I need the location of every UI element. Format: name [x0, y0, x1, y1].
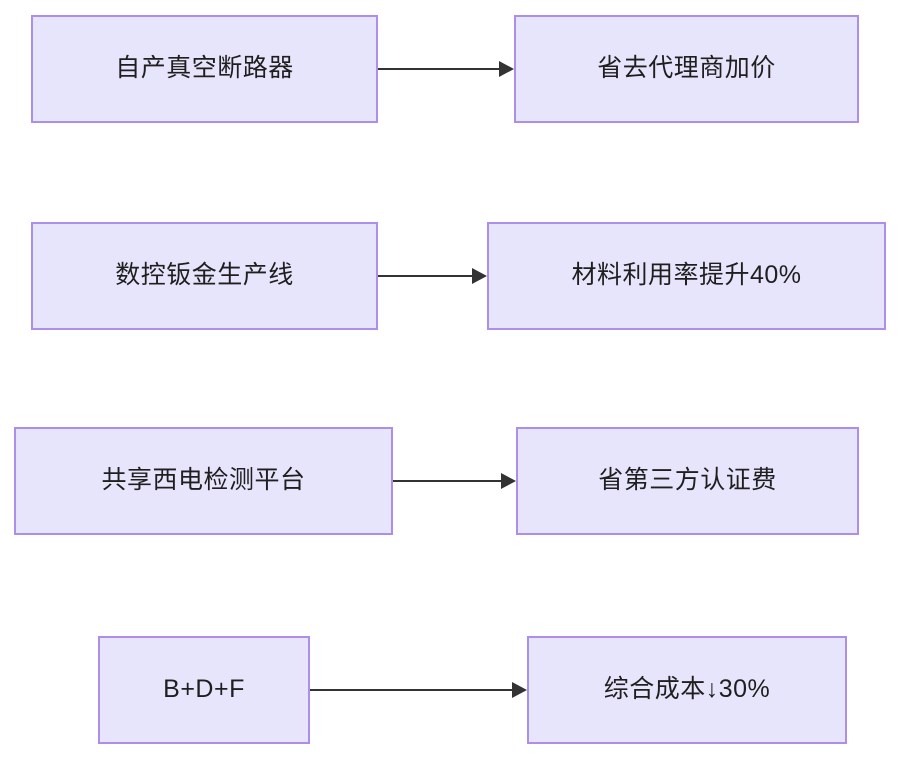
arrow-icon — [378, 61, 514, 77]
flow-node-n6[interactable]: 省第三方认证费 — [516, 427, 859, 535]
flow-edge-e3 — [391, 471, 518, 491]
flow-edge-e1 — [376, 59, 516, 79]
flow-node-n4[interactable]: 材料利用率提升40% — [487, 222, 886, 330]
arrow-icon — [393, 473, 516, 489]
arrow-icon — [310, 682, 527, 698]
flow-node-n3[interactable]: 数控钣金生产线 — [31, 222, 378, 330]
flow-node-n2[interactable]: 省去代理商加价 — [514, 15, 859, 123]
flow-node-n1[interactable]: 自产真空断路器 — [31, 15, 378, 123]
flow-node-n5[interactable]: 共享西电检测平台 — [14, 427, 393, 535]
flow-edge-e4 — [308, 680, 529, 700]
arrow-icon — [378, 268, 487, 284]
flow-node-n8[interactable]: 综合成本↓30% — [527, 636, 847, 744]
flow-edge-e2 — [376, 266, 489, 286]
flow-node-n7[interactable]: B+D+F — [98, 636, 310, 744]
